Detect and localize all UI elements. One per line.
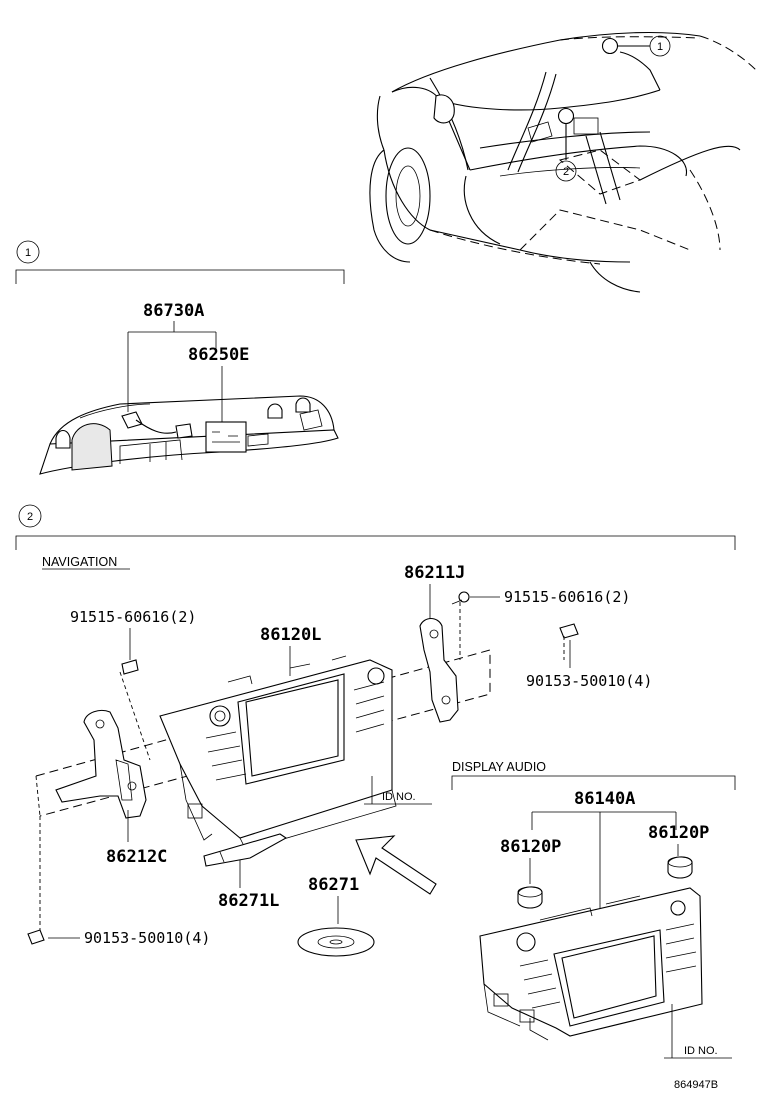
knob-86120P-right [667,856,693,879]
car-overview-illustration [369,31,757,293]
id-no-label-nav: ID NO. [382,791,416,803]
display-audio-head-unit-86140A [479,887,703,1041]
screw-91515-right [451,591,470,605]
drawing-number: 864947B [674,1079,718,1091]
label-86730A: 86730A [143,301,204,321]
bracket-86211J [419,617,459,723]
label-90153-50010-right: 90153-50010(4) [526,672,652,690]
label-90153-50010-left: 90153-50010(4) [84,929,210,947]
label-86271: 86271 [308,875,359,895]
display-audio-section-title: DISPLAY AUDIO [452,760,546,774]
svg-text:2: 2 [27,511,33,523]
card-cover-86271L [203,833,288,867]
bracket-86212C [55,709,147,819]
section-1-header: 1 [15,240,345,284]
direction-arrow [355,835,437,895]
label-86120P-left: 86120P [500,837,561,857]
callout-2-marker: 2 [555,160,577,182]
bolt-90153-left [27,929,45,945]
label-86271L: 86271L [218,891,279,911]
bolt-90153-right [559,623,579,639]
overhead-console-illustration [39,395,339,475]
callout-1-marker: 1 [649,35,671,57]
label-86140A: 86140A [574,789,635,809]
svg-text:1: 1 [25,247,31,259]
disc-86271 [297,927,375,957]
knob-86120P-left [517,886,543,909]
label-86211J: 86211J [404,563,465,583]
label-86250E: 86250E [188,345,249,365]
svg-text:2: 2 [563,166,569,178]
label-86120P-right: 86120P [648,823,709,843]
label-86120L: 86120L [260,625,321,645]
label-91515-60616-left: 91515-60616(2) [70,608,196,626]
section-2-header: 2 [15,504,736,550]
svg-text:1: 1 [657,41,663,53]
id-no-label-audio: ID NO. [684,1045,718,1057]
screw-91515-left [121,659,139,675]
navigation-section-title: NAVIGATION [42,555,117,569]
label-91515-60616-right: 91515-60616(2) [504,588,630,606]
label-86212C: 86212C [106,847,167,867]
nav-head-unit-86120L [159,655,397,851]
